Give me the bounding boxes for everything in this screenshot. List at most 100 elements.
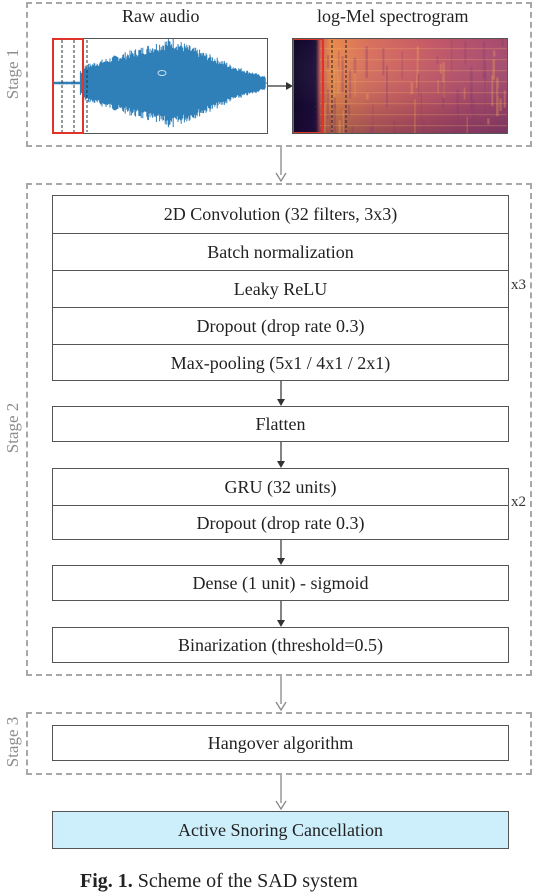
spectrogram-streak — [372, 104, 374, 134]
spectrogram-streak — [410, 82, 414, 95]
spectrogram-streak — [365, 46, 368, 78]
spectrogram-streak — [341, 56, 344, 93]
gru-row: GRU (32 units) — [224, 476, 337, 497]
spectrogram-streak — [484, 72, 486, 114]
spectrogram-streak — [393, 120, 396, 134]
active-snoring-cancellation: Active Snoring Cancellation — [52, 811, 509, 849]
spectrogram-streak — [464, 41, 467, 64]
batchnorm-row: Batch normalization — [53, 233, 508, 270]
spectrogram-streak — [485, 60, 487, 84]
spectrogram-streak — [466, 116, 468, 134]
stage-1-frame — [26, 2, 532, 147]
leaky-relu-row: Leaky ReLU — [53, 270, 508, 307]
arrow-conv-to-flatten — [277, 381, 285, 406]
conv-layer-row: 2D Convolution (32 filters, 3x3) — [163, 204, 398, 224]
spectrogram-streak — [503, 90, 506, 108]
spectrogram-streak — [456, 89, 460, 118]
flatten-layer: Flatten — [52, 406, 509, 442]
spectrogram-streak — [342, 110, 344, 134]
gru-dropout-row: Dropout (drop rate 0.3) — [53, 505, 508, 541]
gru-block: GRU (32 units) Dropout (drop rate 0.3) — [52, 468, 509, 540]
spectrogram-streak — [436, 56, 439, 65]
spectrogram-streak — [497, 88, 500, 96]
spectrogram-streak — [349, 69, 352, 99]
spectrogram-streak — [365, 93, 369, 100]
spectrogram-streak — [463, 87, 466, 100]
spectrogram-band — [320, 48, 508, 50]
spectrogram-streak — [418, 59, 420, 97]
spectrogram-streak — [437, 79, 439, 94]
spectrogram-streak — [333, 104, 337, 134]
spectrogram-streak — [354, 61, 356, 97]
spectrogram-streak — [470, 67, 473, 108]
spectrogram-streak — [415, 73, 418, 88]
conv-block-repeat: x3 — [511, 277, 526, 293]
spectrogram-band — [320, 114, 508, 116]
spectrogram-streak — [348, 104, 351, 117]
figure-caption-prefix: Fig. 1. — [80, 870, 133, 892]
spectrogram-band — [320, 81, 508, 83]
spectrogram-streak — [496, 77, 499, 117]
raw-audio-caption: Raw audio — [122, 6, 200, 26]
spectrogram-streak — [442, 62, 445, 98]
spectrogram-window-markers — [314, 40, 347, 132]
arrow-flatten-to-gru — [277, 442, 285, 468]
figure-caption-text: Scheme of the SAD system — [137, 870, 358, 892]
spectrogram-streak — [351, 126, 354, 134]
spectrogram-streak — [470, 89, 473, 113]
arrow-stage2-to-stage3 — [275, 676, 287, 712]
spectrogram-streak — [501, 38, 504, 47]
stage-2-frame — [26, 183, 532, 676]
spectrogram-band — [320, 70, 508, 72]
spectrogram-streak — [442, 82, 445, 109]
spectrogram-band — [320, 103, 508, 105]
spectrogram-streak — [499, 98, 502, 111]
arrow-stage3-to-output — [275, 775, 287, 811]
gru-block-repeat: x2 — [511, 494, 526, 510]
spectrogram-streak — [327, 89, 329, 119]
spectrogram-streak — [474, 127, 476, 134]
spectrogram-streak — [353, 57, 357, 74]
spectrogram-streak — [337, 66, 340, 94]
spectrogram-streak — [369, 126, 373, 134]
spectrogram-streak — [338, 51, 340, 77]
raw-audio-waveform — [52, 38, 268, 134]
spectrogram-caption: log-Mel spectrogram — [317, 6, 469, 26]
spectrogram-streak — [416, 46, 420, 74]
arrow-dense-to-binarization — [277, 601, 285, 627]
spectrogram-streak — [414, 99, 416, 134]
spectrogram-streak — [333, 67, 336, 98]
spectrogram-streak — [323, 103, 326, 134]
spectrogram-streak — [457, 111, 459, 134]
spectrogram-streak — [491, 75, 494, 107]
spectrogram-streak — [451, 39, 453, 72]
spectrogram-streak — [338, 120, 342, 134]
spectrogram-streak — [401, 51, 403, 79]
spectrogram-streak — [329, 113, 331, 134]
spectrogram-streak — [492, 59, 495, 80]
arrow-stage1-to-stage2 — [275, 147, 287, 183]
hangover-algorithm: Hangover algorithm — [52, 725, 509, 761]
spectrogram-streak — [327, 55, 330, 69]
conv-block: 2D Convolution (32 filters, 3x3) Batch n… — [52, 195, 509, 381]
spectrogram-streak — [422, 120, 425, 134]
maxpool-row: Max-pooling (5x1 / 4x1 / 2x1) — [53, 344, 508, 381]
spectrogram-streak — [382, 47, 385, 76]
spectrogram-band — [320, 92, 508, 94]
stage-3-label: Stage 3 — [3, 716, 22, 768]
spectrogram-streak — [487, 118, 490, 125]
stage-3-frame — [26, 712, 532, 775]
waveform-window-markers — [61, 40, 88, 132]
spectrogram-band — [320, 59, 508, 61]
spectrogram-streak — [475, 123, 479, 134]
stage-1-label: Stage 1 — [3, 48, 22, 100]
dense-layer: Dense (1 unit) - sigmoid — [52, 565, 509, 601]
spectrogram-streak — [493, 50, 496, 57]
spectrogram-streak — [472, 99, 476, 133]
spectrogram-band — [320, 125, 508, 127]
figure-caption: Fig. 1. Scheme of the SAD system — [80, 870, 358, 893]
dropout-row: Dropout (drop rate 0.3) — [53, 307, 508, 344]
spectrogram-streak — [333, 97, 336, 108]
stage-2-label: Stage 2 — [3, 402, 22, 454]
arrow-gru-to-dense — [277, 540, 285, 565]
